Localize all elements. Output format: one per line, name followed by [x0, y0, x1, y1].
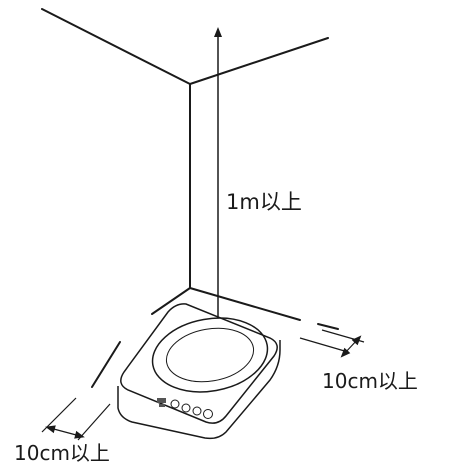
- control-button-start: [203, 409, 213, 419]
- floor-right-edge: [189, 287, 301, 321]
- room-corner-lines: [41, 8, 339, 388]
- control-button-plus: [192, 406, 202, 416]
- induction-cooker-icon: [117, 303, 281, 440]
- floor-right-edge-dash: [317, 323, 339, 330]
- cooking-zone-inner: [165, 327, 255, 383]
- left-wall-top-edge: [41, 8, 191, 85]
- control-button-minus: [181, 403, 191, 413]
- right-wall-top-edge: [189, 37, 329, 85]
- front-extension-line-2: [77, 403, 111, 441]
- side-extension-line-1: [299, 337, 349, 353]
- control-button-power: [170, 399, 180, 409]
- side-clearance-dimension: [299, 329, 365, 358]
- height-clearance-label: 1m以上: [226, 190, 302, 214]
- side-clearance-label: 10cm以上: [322, 369, 418, 393]
- floor-left-edge: [151, 287, 191, 315]
- front-clearance-dimension: [41, 397, 111, 441]
- front-extension-line-1: [41, 397, 77, 433]
- cooker-top-surface: [120, 303, 278, 424]
- floor-left-edge-dash: [91, 341, 121, 388]
- cooking-zone-outer: [151, 317, 269, 393]
- control-indicator: [157, 398, 166, 403]
- front-dimension-arrow: [45, 425, 85, 439]
- front-clearance-label: 10cm以上: [14, 441, 110, 465]
- side-dimension-arrow: [340, 335, 362, 358]
- control-indicator-2: [159, 404, 165, 407]
- control-panel: [157, 398, 213, 419]
